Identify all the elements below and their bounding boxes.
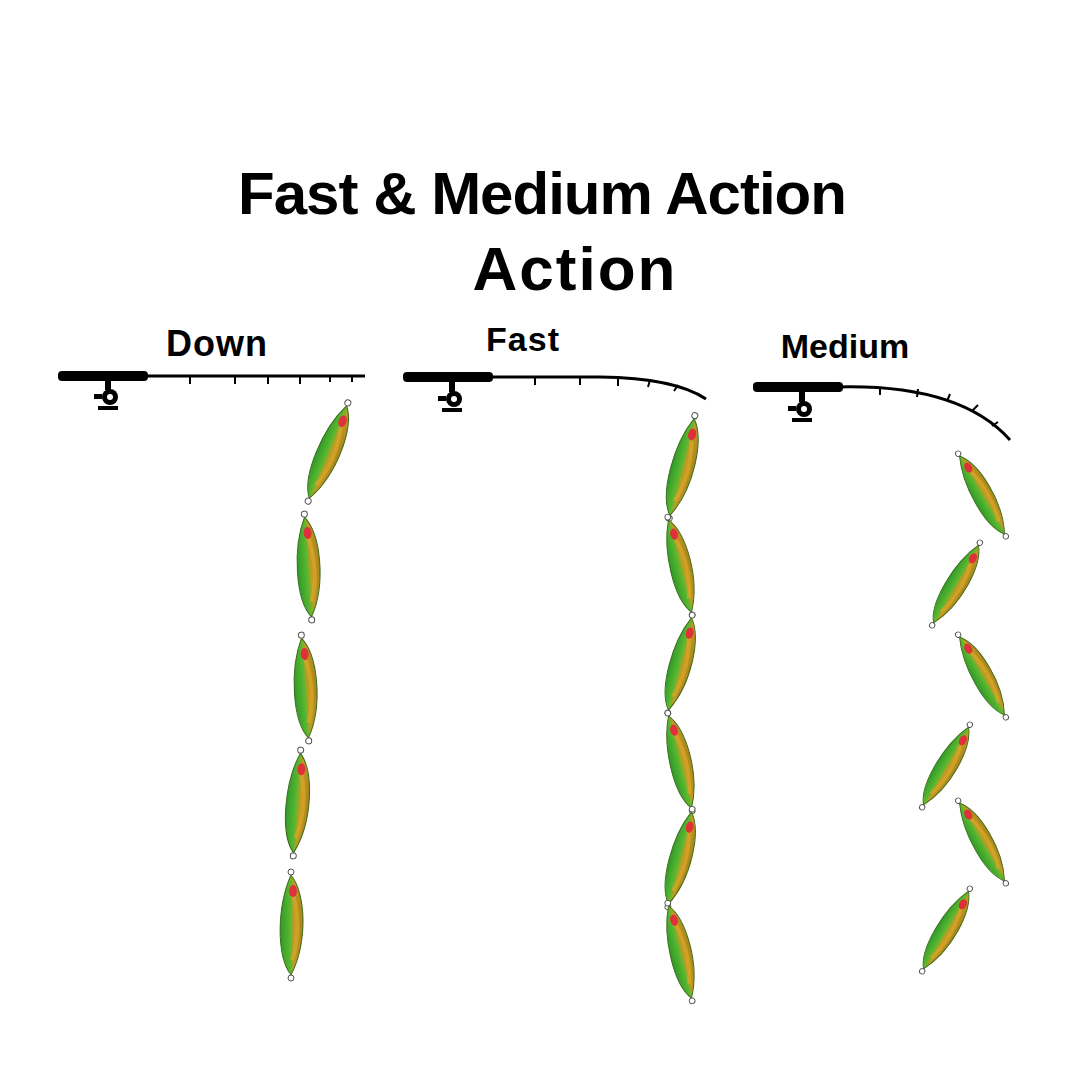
subtitle: Action	[473, 238, 678, 300]
fast-rod	[403, 372, 706, 412]
down-rod	[58, 371, 365, 410]
rod-label: Fast	[486, 322, 560, 356]
rod-label: Down	[166, 326, 268, 362]
down-jigs	[280, 396, 360, 981]
title: Fast & Medium Action	[238, 164, 846, 224]
rod-label: Medium	[781, 329, 909, 363]
medium-rod	[753, 382, 1010, 440]
fast-jigs	[657, 410, 707, 1006]
medium-jigs	[912, 446, 1016, 979]
